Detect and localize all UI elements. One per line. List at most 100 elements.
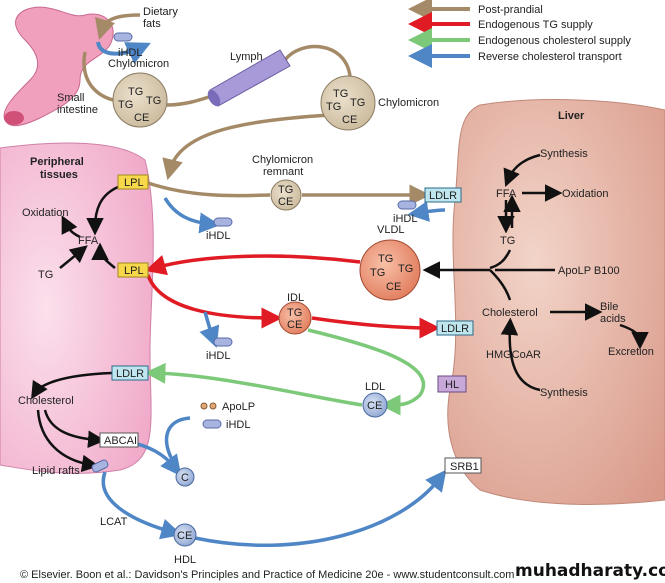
ihdl-idl: iHDL	[206, 337, 233, 362]
svg-text:TG: TG	[370, 267, 385, 279]
svg-text:CE: CE	[342, 114, 357, 126]
chylomicron-remnant-label: Chylomicron	[252, 154, 313, 166]
svg-text:iHDL: iHDL	[226, 419, 250, 431]
dietary-fats-label-2: fats	[143, 18, 161, 30]
metabolic-arrows	[31, 153, 649, 473]
post-prandial-pathway	[82, 13, 431, 206]
legend-endogenous-cholesterol: Endogenous cholesterol supply	[478, 35, 631, 47]
chylomicron-label-1: Chylomicron	[108, 58, 169, 70]
idl-label: IDL	[287, 292, 304, 304]
hl-enzyme: HL	[437, 375, 467, 393]
intestine-opening	[4, 111, 24, 125]
svg-text:LPL: LPL	[124, 177, 144, 189]
lcat-label: LCAT	[100, 516, 128, 528]
peripheral-tissues-region	[0, 142, 154, 474]
watermark: muhadharaty.com	[515, 561, 665, 581]
ihdl-arrow-intestine	[96, 41, 151, 64]
hdl-label: HDL	[174, 554, 196, 566]
svg-text:TG: TG	[118, 99, 133, 111]
svg-text:TG: TG	[278, 184, 293, 196]
bile-acids-label-2: acids	[600, 313, 626, 325]
svg-text:iHDL: iHDL	[206, 230, 230, 242]
lipid-rafts-label: Lipid rafts	[32, 465, 80, 477]
ihdl-liver: iHDL	[393, 200, 417, 225]
svg-text:TG: TG	[287, 307, 302, 319]
excretion-label: Excretion	[608, 346, 654, 358]
nascent-hdl-particle: C	[175, 467, 195, 487]
chylomicron-label-2: Chylomicron	[378, 97, 439, 109]
svg-text:TG: TG	[128, 86, 143, 98]
ldlr-receptor-liver-2: LDLR	[436, 320, 474, 336]
endogenous-cholesterol-pathway	[144, 328, 426, 416]
ihdl-intestine: iHDL	[113, 32, 142, 59]
ihdl-remnant: iHDL	[206, 217, 233, 242]
liver-synthesis-label-2: Synthesis	[540, 387, 588, 399]
copyright-footer: © Elsevier. Boon et al.: Davidson's Prin…	[20, 569, 514, 581]
hdl-particle: CE	[173, 523, 197, 547]
dietary-fats-label: Dietary	[143, 6, 178, 18]
legend: Post-prandial Endogenous TG supply Endog…	[408, 0, 631, 68]
svg-text:CE: CE	[177, 530, 192, 542]
tg-label: TG	[38, 269, 53, 281]
svg-text:iHDL: iHDL	[393, 213, 417, 225]
svg-text:CE: CE	[287, 319, 302, 331]
svg-text:TG: TG	[333, 88, 348, 100]
peripheral-tissues-label: Peripheral	[30, 156, 84, 168]
liver-tg-label: TG	[500, 235, 515, 247]
svg-text:TG: TG	[326, 101, 341, 113]
bile-acids-label: Bile	[600, 301, 618, 313]
small-intestine-label: Small	[57, 92, 85, 104]
lpl-receptor-1: LPL	[117, 174, 149, 190]
liver-oxidation-label: Oxidation	[562, 188, 608, 200]
ldlr-receptor-liver-1: LDLR	[424, 187, 462, 203]
ldlr-receptor-peripheral: LDLR	[111, 365, 149, 381]
svg-text:TG: TG	[146, 95, 161, 107]
chylomicron-remnant-label-2: remnant	[263, 166, 303, 178]
svg-text:LDLR: LDLR	[441, 323, 469, 335]
apolp-key: ApoLP iHDL	[200, 401, 255, 431]
liver-synthesis-label: Synthesis	[540, 148, 588, 160]
vldl-label: VLDL	[377, 224, 405, 236]
ldl-particle: CE	[362, 392, 388, 418]
lymph-label: Lymph	[230, 51, 263, 63]
svg-text:iHDL: iHDL	[206, 350, 230, 362]
legend-endogenous-tg: Endogenous TG supply	[478, 19, 593, 31]
svg-text:LPL: LPL	[124, 265, 144, 277]
svg-text:CE: CE	[278, 196, 293, 208]
svg-text:LDLR: LDLR	[116, 368, 144, 380]
lipid-raft	[91, 459, 109, 473]
svg-text:ApoLP: ApoLP	[222, 401, 255, 413]
srb1-receptor: SRB1	[444, 457, 482, 474]
svg-text:TG: TG	[350, 97, 365, 109]
svg-text:C: C	[181, 472, 189, 484]
small-intestine-label-2: intestine	[57, 104, 98, 116]
hmgcoar-label: HMGCoAR	[486, 349, 541, 361]
lpl-receptor-2: LPL	[117, 262, 149, 278]
svg-text:TG: TG	[398, 263, 413, 275]
liver-label: Liver	[558, 110, 585, 122]
svg-text:SRB1: SRB1	[450, 461, 479, 473]
svg-text:CE: CE	[134, 112, 149, 124]
peripheral-tissues-label-2: tissues	[40, 169, 78, 181]
lymph-vessel	[207, 49, 291, 107]
svg-text:HL: HL	[445, 379, 459, 391]
svg-text:TG: TG	[378, 253, 393, 265]
small-intestine	[3, 6, 114, 127]
svg-text:CE: CE	[386, 281, 401, 293]
ldl-label: LDL	[365, 381, 385, 393]
oxidation-label: Oxidation	[22, 207, 68, 219]
legend-post-prandial: Post-prandial	[478, 4, 543, 16]
cholesterol-label: Cholesterol	[18, 395, 74, 407]
liver-region	[447, 99, 665, 505]
svg-text:ABCAI: ABCAI	[104, 435, 137, 447]
abcai-transporter: ABCAI	[99, 432, 139, 448]
svg-text:CE: CE	[367, 400, 382, 412]
svg-text:LDLR: LDLR	[429, 190, 457, 202]
endogenous-tg-pathway	[144, 254, 441, 339]
liver-cholesterol-label: Cholesterol	[482, 307, 538, 319]
